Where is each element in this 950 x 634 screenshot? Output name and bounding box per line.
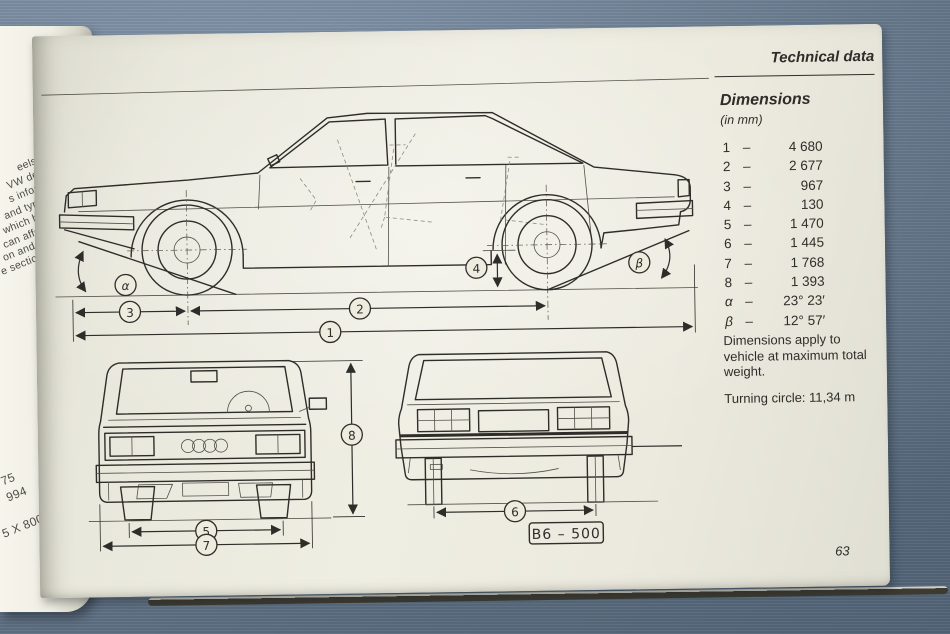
dimension-separator: – [742, 139, 751, 155]
left-page-text-fragment: 75 [0, 469, 18, 489]
svg-text:4: 4 [472, 262, 480, 276]
marker-2: 2 [348, 297, 372, 320]
dimension-row: 8–1 393 [724, 274, 824, 295]
svg-text:α: α [122, 279, 130, 293]
dimensions-heading: Dimensions [719, 90, 811, 110]
dimension-separator: – [743, 158, 751, 175]
dimension-value: 130 [800, 196, 824, 212]
dimension-value: 2 677 [788, 157, 823, 174]
car-dimensions-diagram: α β 3 2 1 4 5 7 8 6 B6 – 500 [41, 77, 709, 556]
car-side-view [55, 111, 699, 342]
svg-text:B6 – 500: B6 – 500 [532, 526, 601, 543]
car-front-view [88, 359, 366, 552]
svg-text:2: 2 [356, 302, 364, 316]
dimension-value: 967 [800, 177, 824, 193]
dimension-row: 2–2 677 [723, 158, 823, 179]
dimension-separator: – [744, 236, 752, 252]
dimension-value: 1 445 [790, 235, 825, 251]
svg-text:8: 8 [348, 429, 356, 443]
turning-circle-note: Turning circle: 11,34 m [724, 389, 856, 407]
dimension-row: 3–967 [723, 177, 823, 198]
dimension-row: 7–1 768 [724, 254, 824, 275]
figure-code-label: B6 – 500 [528, 521, 605, 545]
dimension-row: 6–1 445 [724, 235, 824, 256]
dimension-value: 1 768 [790, 254, 825, 270]
figure-top-rule [41, 77, 709, 96]
svg-text:3: 3 [126, 306, 134, 320]
dimension-row: 1–4 680 [722, 139, 822, 160]
svg-text:1: 1 [326, 326, 334, 340]
dimension-value: 4 680 [788, 138, 823, 155]
dimension-separator: – [743, 216, 752, 232]
marker-beta: β [628, 251, 651, 274]
marker-1: 1 [319, 320, 342, 344]
marker-7: 7 [195, 533, 218, 556]
marker-8: 8 [340, 423, 363, 446]
page-number: 63 [835, 543, 850, 559]
marker-alpha: α [114, 273, 137, 297]
dimension-row: 4–130 [723, 197, 823, 218]
dimension-value: 23° 23′ [783, 292, 825, 309]
car-rear-view [395, 351, 683, 519]
dimension-separator: – [745, 313, 754, 329]
svg-text:6: 6 [511, 505, 519, 519]
dimension-row: 5–1 470 [724, 216, 824, 237]
page-title: Technical data [714, 47, 875, 78]
svg-text:β: β [634, 256, 643, 270]
left-page-text-fragment: 994 [4, 483, 29, 505]
dimension-separator: – [745, 294, 753, 310]
dimension-value: 1 470 [789, 215, 824, 232]
marker-4: 4 [465, 256, 488, 279]
manual-page: Technical data Dimensions (in mm) 1–4 68… [31, 23, 891, 599]
dimensions-list: 1–4 680 2–2 677 3–967 4–130 5–1 470 6–1 … [722, 139, 825, 333]
marker-3: 3 [118, 300, 142, 324]
dimension-separator: – [744, 274, 753, 290]
dimension-value: 1 393 [790, 273, 825, 290]
marker-6: 6 [503, 500, 527, 523]
svg-text:5: 5 [202, 525, 210, 539]
dimension-value: 12° 57′ [783, 312, 826, 328]
dimension-separator: – [744, 255, 753, 271]
dimension-separator: – [743, 178, 752, 194]
dimension-row: α–23° 23′ [725, 293, 825, 314]
svg-text:7: 7 [203, 539, 211, 553]
dimensions-note: Dimensions apply to vehicle at maximum t… [723, 331, 867, 380]
dimension-row: β–12° 57′ [725, 312, 825, 333]
dimension-separator: – [743, 197, 752, 213]
